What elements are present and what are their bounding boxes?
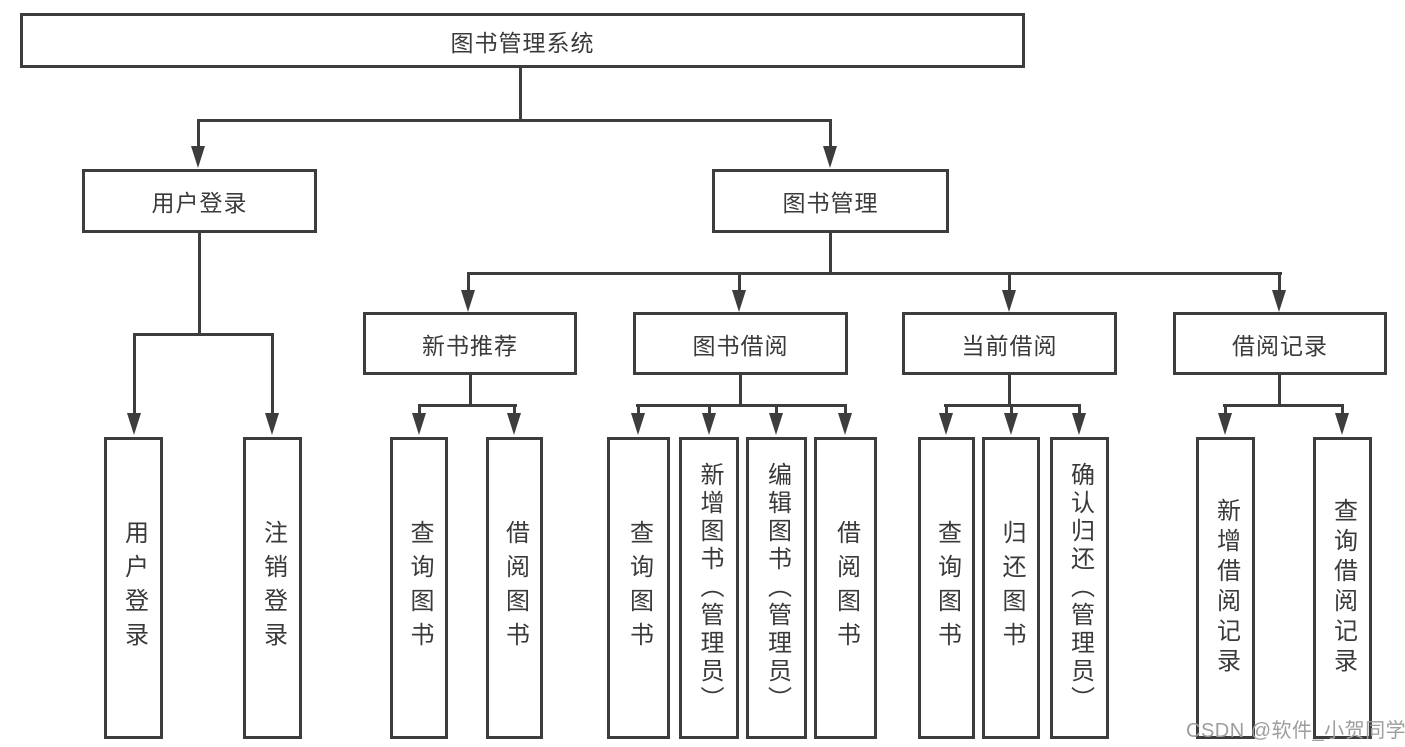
leaf-user-login-label: 用户登录 (120, 520, 148, 656)
arrow-down-icon (412, 413, 426, 435)
leaf-logout-label: 注销登录 (259, 520, 287, 656)
arrow-down-icon (838, 413, 852, 435)
connector-root-stem (519, 66, 522, 120)
leaf-add-books-admin-label: 新增图书（管理员） (696, 462, 723, 714)
leaf-query-books-3-label: 查询图书 (933, 520, 961, 656)
arrow-down-icon (461, 290, 475, 312)
connector-borrow-records-branch (1223, 404, 1344, 407)
connector-stem (1010, 404, 1013, 415)
connector-book-mgmt-stem (829, 232, 832, 275)
connector-new-books-stem (469, 374, 472, 407)
node-book-borrowing-label: 图书借阅 (692, 332, 789, 359)
connector-stem (1341, 404, 1344, 415)
arrow-down-icon (1004, 413, 1018, 435)
connector-l3-branch (467, 272, 1282, 275)
leaf-confirm-return-admin-label: 确认归还（管理员） (1066, 462, 1094, 714)
connector-current-borrow-stem (1008, 374, 1011, 407)
arrow-down-icon (127, 413, 141, 435)
connector-stem-current-borrow (1008, 272, 1011, 292)
connector-stem (513, 404, 516, 415)
arrow-down-icon (1218, 413, 1232, 435)
leaf-query-books-2: 查询图书 (607, 437, 670, 739)
node-user-login: 用户登录 (82, 169, 317, 233)
arrow-down-icon (939, 413, 953, 435)
arrow-down-icon (769, 413, 783, 435)
connector-user-login-stem (198, 232, 201, 335)
connector-book-borrow-stem (739, 374, 742, 407)
connector-book-borrow-branch (636, 404, 847, 407)
arrow-down-icon (631, 413, 645, 435)
connector-l2-branch (197, 119, 832, 122)
node-borrowing-records: 借阅记录 (1173, 312, 1387, 375)
leaf-query-books-3: 查询图书 (918, 437, 975, 739)
leaf-borrow-books-1: 借阅图书 (486, 437, 543, 739)
leaf-borrow-books-1-label: 借阅图书 (501, 520, 529, 656)
leaf-logout: 注销登录 (243, 437, 302, 739)
connector-stem (945, 404, 948, 415)
connector-stem-user-login (197, 119, 200, 147)
node-new-book-recommend-label: 新书推荐 (422, 332, 518, 359)
leaf-return-books-label: 归还图书 (998, 520, 1025, 656)
connector-stem-book-mgmt (829, 119, 832, 147)
leaf-add-books-admin: 新增图书（管理员） (679, 437, 739, 739)
leaf-confirm-return-admin: 确认归还（管理员） (1050, 437, 1109, 739)
leaf-query-books-2-label: 查询图书 (625, 520, 653, 656)
node-new-book-recommend: 新书推荐 (363, 312, 577, 375)
leaf-return-books: 归还图书 (982, 437, 1040, 739)
arrow-down-icon (702, 413, 716, 435)
leaf-edit-books-admin: 编辑图书（管理员） (746, 437, 807, 739)
csdn-watermark: CSDN @软件_小贺同学 (1186, 720, 1405, 742)
connector-stem-borrow-records (1278, 272, 1281, 292)
leaf-add-borrow-record: 新增借阅记录 (1196, 437, 1255, 739)
node-book-borrowing: 图书借阅 (633, 312, 848, 375)
arrow-down-icon (823, 146, 837, 168)
node-root-label: 图书管理系统 (450, 29, 595, 56)
leaf-user-login: 用户登录 (104, 437, 163, 739)
leaf-query-borrow-record: 查询借阅记录 (1313, 437, 1372, 739)
node-current-borrowing: 当前借阅 (902, 312, 1117, 375)
arrow-down-icon (265, 413, 279, 435)
leaf-query-books-1: 查询图书 (390, 437, 448, 739)
connector-stem (637, 404, 640, 415)
connector-stem-leaf-logout (271, 333, 274, 413)
connector-stem (418, 404, 421, 415)
leaf-query-borrow-record-label: 查询借阅记录 (1329, 498, 1357, 678)
node-borrowing-records-label: 借阅记录 (1232, 332, 1328, 359)
connector-user-login-branch (133, 333, 274, 336)
connector-stem (844, 404, 847, 415)
arrow-down-icon (1272, 290, 1286, 312)
arrow-down-icon (1072, 413, 1086, 435)
connector-stem (1078, 404, 1081, 415)
connector-stem (775, 404, 778, 415)
node-book-management-label: 图书管理 (782, 190, 879, 216)
leaf-borrow-books-2-label: 借阅图书 (832, 520, 860, 656)
leaf-borrow-books-2: 借阅图书 (814, 437, 877, 739)
connector-stem (1224, 404, 1227, 415)
connector-new-books-branch (418, 404, 517, 407)
connector-stem-new-books (467, 272, 470, 292)
node-current-borrowing-label: 当前借阅 (961, 332, 1058, 359)
node-book-management: 图书管理 (712, 169, 949, 233)
leaf-query-books-1-label: 查询图书 (406, 520, 433, 656)
arrow-down-icon (732, 290, 746, 312)
connector-stem (708, 404, 711, 415)
leaf-edit-books-admin-label: 编辑图书（管理员） (763, 462, 791, 714)
arrow-down-icon (1335, 413, 1349, 435)
arrow-down-icon (1002, 290, 1016, 312)
arrow-down-icon (191, 146, 205, 168)
leaf-add-borrow-record-label: 新增借阅记录 (1212, 498, 1240, 678)
arrow-down-icon (507, 413, 521, 435)
node-user-login-label: 用户登录 (151, 190, 248, 216)
connector-borrow-records-stem (1278, 374, 1281, 407)
node-root: 图书管理系统 (20, 13, 1025, 68)
connector-stem-book-borrow (738, 272, 741, 292)
connector-stem-leaf-login (133, 333, 136, 413)
